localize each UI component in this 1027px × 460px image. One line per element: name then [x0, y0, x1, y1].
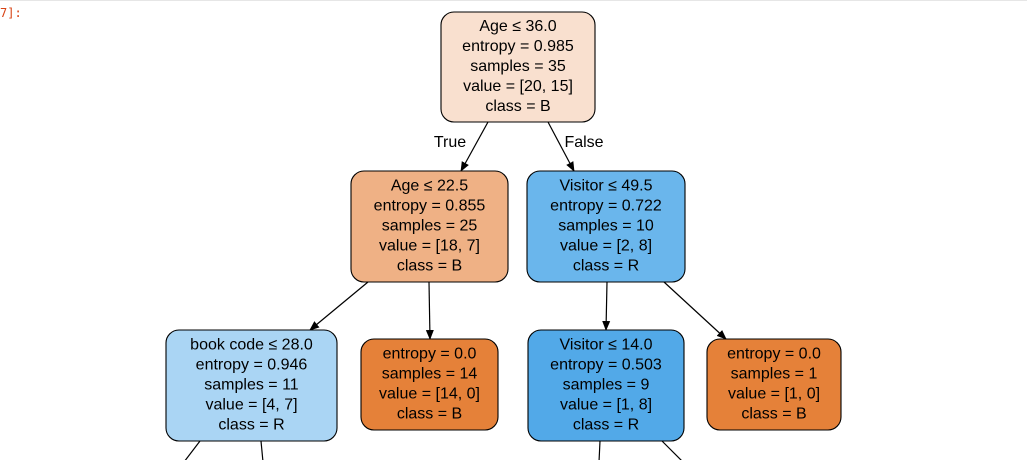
edge-n3-offpage	[184, 440, 201, 460]
node-line: entropy = 0.946	[196, 357, 308, 374]
node-line: entropy = 0.0	[383, 346, 477, 363]
node-line: class = R	[573, 258, 639, 275]
node-line: samples = 14	[382, 366, 478, 383]
edge-n0-n1	[460, 121, 489, 172]
node-line: book code ≤ 28.0	[190, 337, 313, 354]
tree-node-n6: entropy = 0.0 samples = 1 value = [1, 0] cl…	[706, 338, 842, 431]
node-line: value = [20, 15]	[463, 78, 573, 95]
edge-n0-n2	[547, 121, 575, 172]
node-line: samples = 9	[563, 377, 650, 394]
tree-node-n1: Age ≤ 22.5 entropy = 0.855 samples = 25 val…	[350, 170, 509, 283]
node-line: samples = 11	[204, 377, 299, 394]
node-box	[526, 170, 686, 283]
node-line: entropy = 0.855	[374, 198, 486, 215]
node-line: value = [4, 7]	[205, 397, 297, 414]
edge-label-false: False	[564, 134, 603, 151]
node-box	[527, 329, 685, 442]
node-line: class = B	[741, 406, 806, 423]
cell-prompt: 7]:	[0, 6, 22, 20]
tree-node-n5: Visitor ≤ 14.0 entropy = 0.503 samples = 9…	[527, 329, 685, 442]
edge-n5-offpage-right	[661, 440, 682, 460]
node-box	[360, 338, 499, 431]
node-line: entropy = 0.503	[550, 357, 662, 374]
node-line: entropy = 0.0	[727, 346, 821, 363]
tree-node-n4: entropy = 0.0 samples = 14 value = [14, 0]…	[360, 338, 499, 431]
tree-node-n3: book code ≤ 28.0 entropy = 0.946 samples =…	[165, 329, 338, 442]
node-line: samples = 10	[558, 218, 654, 235]
node-line: Age ≤ 36.0	[479, 18, 556, 35]
node-line: value = [18, 7]	[379, 238, 480, 255]
edge-n1-n3	[309, 281, 369, 331]
edge-n5-offpage	[598, 440, 601, 460]
edge-n2-n6	[663, 281, 727, 340]
node-line: class = R	[573, 417, 639, 434]
node-box	[706, 338, 842, 431]
edge-n1-n4	[425, 281, 434, 340]
node-box	[165, 329, 338, 442]
node-line: class = B	[485, 98, 550, 115]
edge-label-true: True	[434, 134, 466, 151]
cell-top-border	[0, 0, 1027, 1]
node-line: Age ≤ 22.5	[391, 178, 468, 195]
node-line: entropy = 0.722	[550, 198, 662, 215]
node-line: Visitor ≤ 49.5	[560, 178, 653, 195]
node-line: value = [2, 8]	[560, 238, 652, 255]
tree-node-n2: Visitor ≤ 49.5 entropy = 0.722 samples = 1…	[526, 170, 686, 283]
node-box	[350, 170, 509, 283]
node-line: entropy = 0.985	[462, 38, 574, 55]
tree-node-n0: Age ≤ 36.0 entropy = 0.985 samples = 35 val…	[440, 11, 596, 123]
node-line: class = B	[397, 258, 462, 275]
node-line: samples = 35	[470, 58, 566, 75]
node-box	[440, 11, 596, 123]
node-line: class = R	[218, 417, 284, 434]
edge-n2-n5	[602, 281, 611, 331]
node-line: value = [14, 0]	[379, 386, 480, 403]
node-line: samples = 1	[731, 366, 818, 383]
edge-n3-offpage-right	[260, 440, 264, 460]
node-line: value = [1, 8]	[560, 397, 652, 414]
node-line: class = B	[397, 406, 462, 423]
node-line: value = [1, 0]	[728, 386, 820, 403]
node-line: samples = 25	[382, 218, 478, 235]
node-line: Visitor ≤ 14.0	[560, 337, 653, 354]
